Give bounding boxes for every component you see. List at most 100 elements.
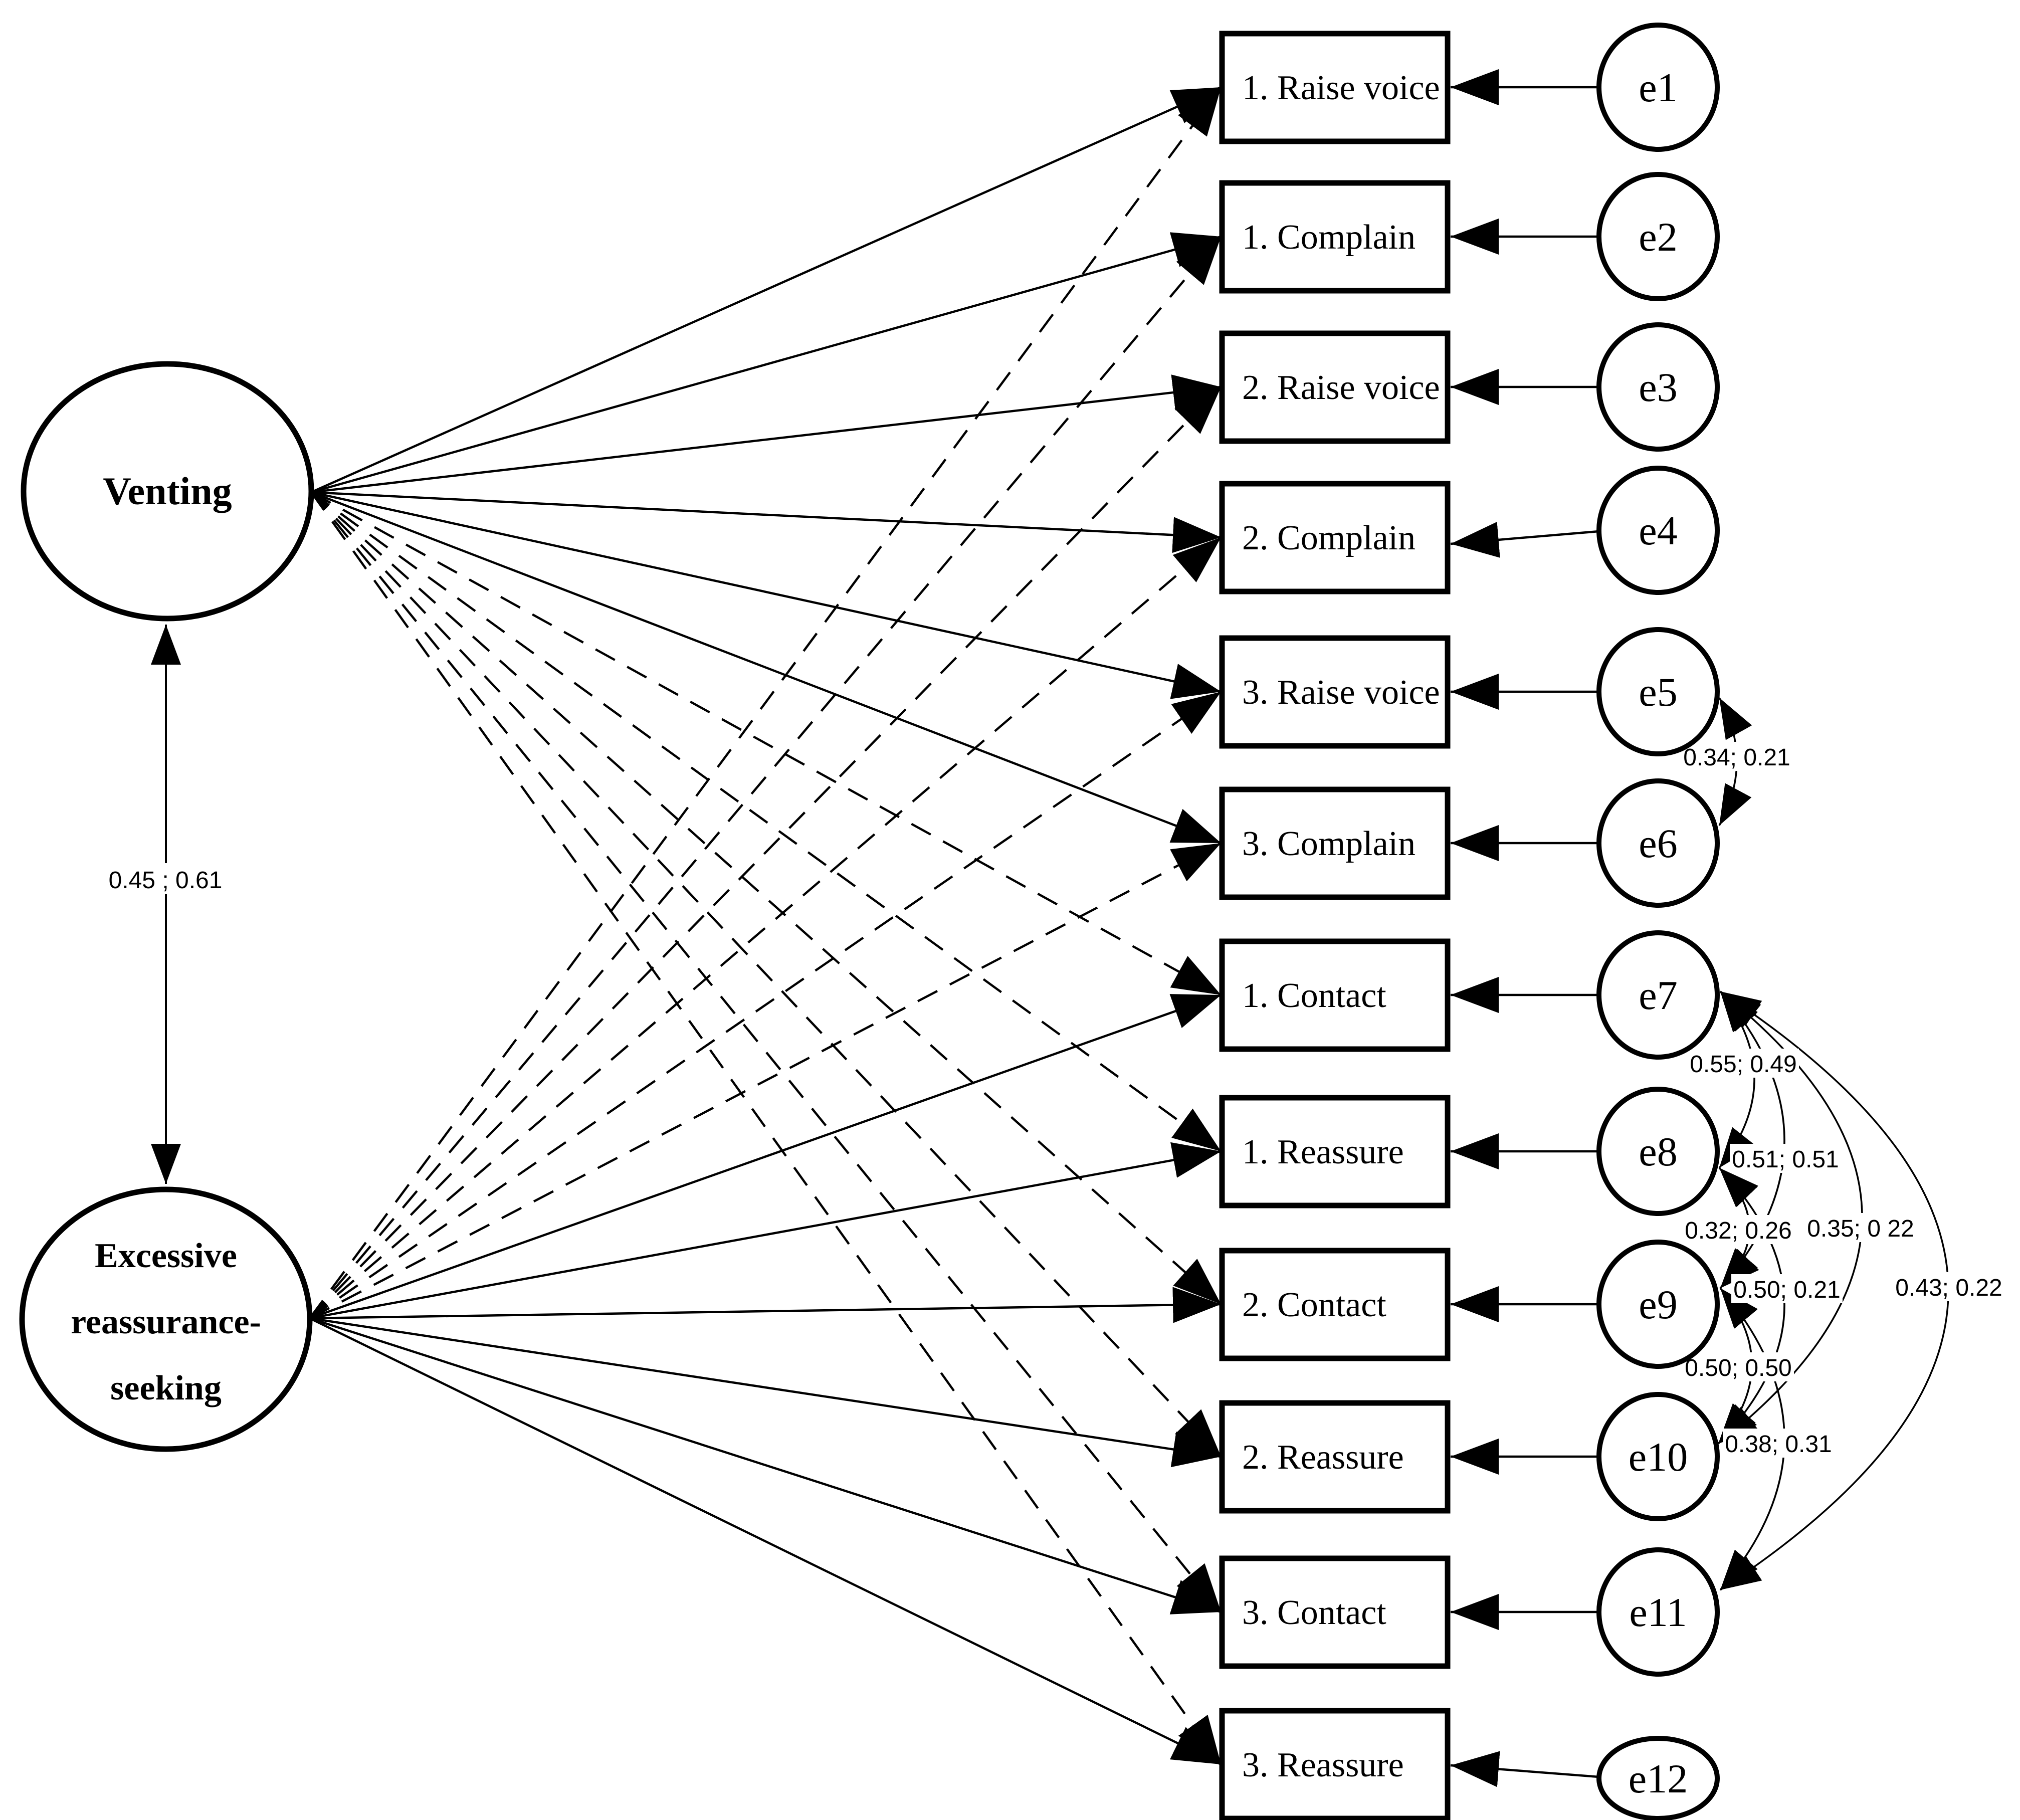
- indicator-raise3-label: 3. Raise voice: [1242, 673, 1440, 712]
- indicator-raise3-box: [1219, 635, 1451, 749]
- indicator-reassure2-label: 2. Reassure: [1242, 1438, 1404, 1477]
- error-e10: e10: [1596, 1392, 1720, 1521]
- error-e9-label: e9: [1639, 1282, 1677, 1327]
- error-e8: e8: [1596, 1087, 1720, 1216]
- venting-label: Venting: [103, 469, 232, 513]
- ers-label-line1: Excessive: [95, 1237, 237, 1275]
- cov-label-e9-e11: 0.38; 0.31: [1725, 1431, 1832, 1458]
- error-e8-circle: [1596, 1087, 1720, 1216]
- crossloading-ers-raise2: [309, 386, 1222, 1319]
- error-e3-circle: [1596, 322, 1720, 452]
- loading-venting-raise3: [311, 491, 1222, 699]
- cov-label-e7-e9: 0.51; 0.51: [1732, 1146, 1839, 1173]
- ers-loading-lines: [309, 86, 1222, 1766]
- error-e9-circle: [1596, 1240, 1720, 1369]
- indicator-reassure3-box: [1219, 1708, 1451, 1820]
- error-e7-circle: [1596, 930, 1720, 1060]
- indicator-contact2-box: [1219, 1248, 1451, 1361]
- latent-covariance-label: 0.45 ; 0.61: [109, 867, 223, 894]
- error-e1: e1: [1596, 23, 1720, 152]
- error-e11-circle: [1596, 1547, 1720, 1677]
- latent-venting: Venting: [21, 361, 314, 622]
- error-e11: e11: [1596, 1547, 1720, 1677]
- indicator-complain1-label: 1. Complain: [1242, 218, 1416, 257]
- indicator-reassure3: 3. Reassure: [1219, 1708, 1451, 1820]
- error-arrows: [1450, 69, 1599, 1787]
- error-e10-circle: [1596, 1392, 1720, 1521]
- loading-venting-raise2: [311, 374, 1222, 494]
- error-e5-circle: [1596, 627, 1720, 756]
- venting-ellipse: [21, 361, 314, 622]
- error-e6: e6: [1596, 778, 1720, 908]
- error-arrow-e4: [1450, 522, 1599, 558]
- loading-ers-contact3: [309, 1317, 1222, 1614]
- ers-label-line3: seeking: [110, 1369, 222, 1407]
- crossloading-venting-contact3: [310, 491, 1222, 1613]
- indicator-complain2-box: [1219, 481, 1451, 594]
- covariance-labels: 0.45 ; 0.61 0.34; 0.21 0.55; 0.49 0.51; …: [103, 742, 2004, 1458]
- error-e2: e2: [1596, 172, 1720, 301]
- error-e4: e4: [1596, 466, 1720, 595]
- crossloading-venting-contact2: [310, 491, 1222, 1305]
- indicator-contact2-label: 2. Contact: [1242, 1286, 1386, 1324]
- indicator-raise3: 3. Raise voice: [1219, 635, 1451, 749]
- indicator-contact2: 2. Contact: [1219, 1248, 1451, 1361]
- indicator-contact3-box: [1219, 1555, 1451, 1669]
- error-e6-label: e6: [1639, 821, 1677, 866]
- ers-label-line2: reassurance-: [71, 1303, 261, 1341]
- error-e1-circle: [1596, 23, 1720, 152]
- error-e8-label: e8: [1639, 1129, 1677, 1174]
- indicator-boxes: 1. Raise voice 1. Complain 2. Raise voic…: [1219, 31, 1451, 1820]
- error-e3-label: e3: [1639, 364, 1677, 410]
- crossloading-ers-complain3: [309, 842, 1222, 1319]
- crossloading-ers-raise3: [309, 691, 1222, 1319]
- crossloading-ers-complain2: [309, 536, 1222, 1319]
- indicator-contact1-label: 1. Contact: [1242, 976, 1386, 1015]
- error-e7: e7: [1596, 930, 1720, 1060]
- indicator-complain1: 1. Complain: [1219, 180, 1451, 294]
- indicator-contact3-label: 3. Contact: [1242, 1593, 1386, 1632]
- indicator-contact3: 3. Contact: [1219, 1555, 1451, 1669]
- cov-label-e7-e8: 0.55; 0.49: [1690, 1051, 1797, 1078]
- indicator-complain3-box: [1219, 786, 1451, 900]
- indicator-raise1-box: [1219, 31, 1451, 144]
- crossloading-venting-reassure1: [310, 491, 1222, 1152]
- error-terms: e1 e2 e3 e4 e5 e6 e7 e8: [1596, 23, 1720, 1820]
- error-e1-label: e1: [1639, 65, 1677, 110]
- error-arrow-e12: [1450, 1751, 1599, 1787]
- indicator-reassure1-box: [1219, 1095, 1451, 1208]
- cov-label-e9-e10: 0.50; 0.50: [1685, 1355, 1792, 1381]
- ers-ellipse: [19, 1186, 313, 1452]
- indicator-reassure3-label: 3. Reassure: [1242, 1746, 1404, 1784]
- indicator-complain2-label: 2. Complain: [1242, 519, 1416, 557]
- indicator-complain3-label: 3. Complain: [1242, 825, 1416, 863]
- indicator-raise2-box: [1219, 330, 1451, 444]
- indicator-reassure1: 1. Reassure: [1219, 1095, 1451, 1208]
- cov-label-e7-e11: 0.43; 0.22: [1895, 1275, 2002, 1301]
- crossloading-venting-reassure2: [310, 491, 1222, 1458]
- error-e2-label: e2: [1639, 214, 1677, 260]
- cov-arc-e7-e8: [1718, 990, 1757, 1169]
- error-e6-circle: [1596, 778, 1720, 908]
- indicator-reassure1-label: 1. Reassure: [1242, 1133, 1404, 1171]
- loading-ers-contact1: [309, 993, 1222, 1320]
- indicator-raise1-label: 1. Raise voice: [1242, 69, 1440, 107]
- crossloading-ers-complain1: [309, 236, 1222, 1319]
- error-e12: e12: [1596, 1736, 1720, 1820]
- error-e3: e3: [1596, 322, 1720, 452]
- indicator-raise1: 1. Raise voice: [1219, 31, 1451, 144]
- crossloading-venting-reassure3: [310, 491, 1222, 1765]
- error-e2-circle: [1596, 172, 1720, 301]
- loading-ers-contact2: [309, 1287, 1222, 1323]
- indicator-reassure2-box: [1219, 1400, 1451, 1514]
- crossloading-ers-raise1: [309, 86, 1222, 1319]
- error-e10-label: e10: [1629, 1434, 1688, 1480]
- error-e11-label: e11: [1629, 1589, 1687, 1635]
- indicator-complain1-box: [1219, 180, 1451, 294]
- cov-arc-e8-e10: [1717, 1167, 1785, 1445]
- cov-label-e8-e9: 0.32; 0.26: [1685, 1218, 1792, 1244]
- error-e4-label: e4: [1639, 508, 1677, 553]
- cov-label-e5-e6: 0.34; 0.21: [1683, 744, 1790, 771]
